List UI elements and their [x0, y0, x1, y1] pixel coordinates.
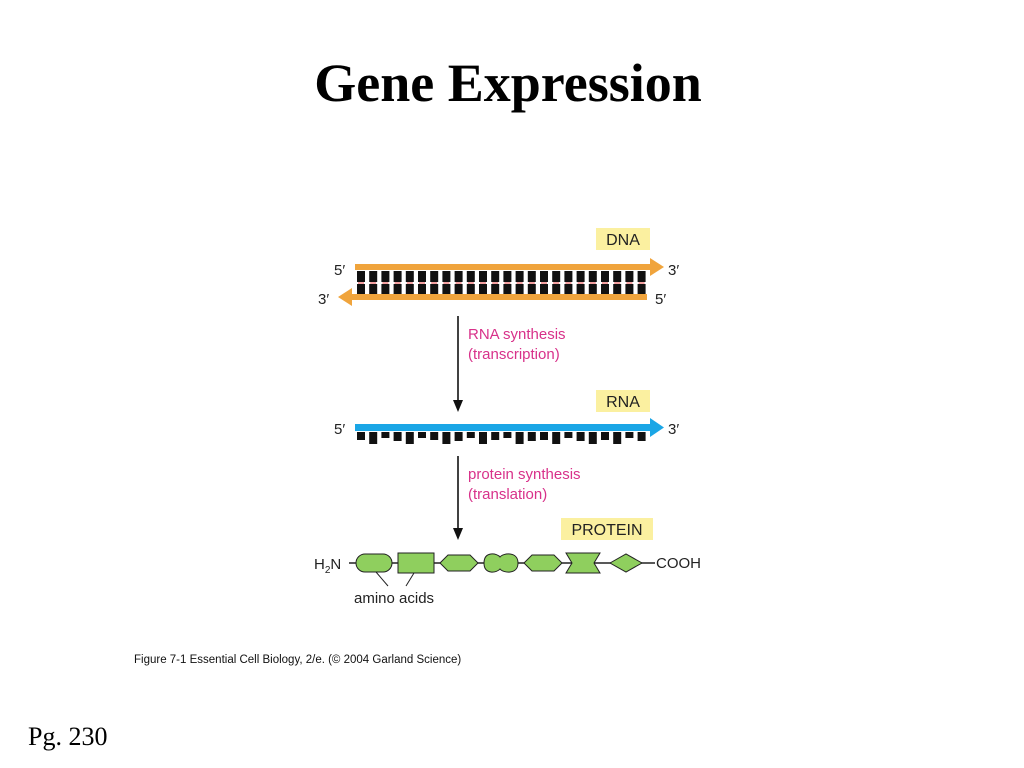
rna-base [466, 432, 475, 438]
c-terminus-label: COOH [656, 555, 701, 572]
dna-base-pair [503, 271, 512, 294]
rna-base [576, 432, 585, 441]
rna-base [552, 432, 561, 444]
rna-5prime-label: 5′ [334, 421, 345, 438]
rna-base [601, 432, 609, 440]
dna-base-pair [540, 271, 548, 294]
rna-bases [357, 432, 646, 444]
dna-base-pair [381, 271, 390, 294]
rna-base [479, 432, 487, 444]
dna-base-pair [515, 271, 524, 294]
rna-base [564, 432, 573, 438]
translation-label: (translation) [468, 486, 547, 503]
amino-acid-1 [355, 553, 393, 573]
amino-acid-3 [439, 554, 479, 572]
dna-label: DNA [596, 228, 650, 250]
dna-base-pair [625, 271, 634, 294]
amino-acid-5 [523, 554, 563, 572]
rna-base [418, 432, 426, 438]
rna-base [540, 432, 548, 440]
rna-base [442, 432, 451, 444]
rna-base [393, 432, 402, 441]
dna-base-pair [405, 271, 414, 294]
transcription-label: (transcription) [468, 346, 560, 363]
dna-base-pair [637, 271, 646, 294]
svg-text:PROTEIN: PROTEIN [571, 522, 642, 539]
dna-top-strand [355, 258, 664, 276]
rna-base [491, 432, 500, 440]
rna-base [430, 432, 439, 440]
dna-top-5prime-label: 5′ [334, 262, 345, 279]
protein-label: PROTEIN [561, 518, 653, 540]
rna-base [381, 432, 390, 438]
dna-base-pair [418, 271, 426, 294]
rna-base [588, 432, 597, 444]
figure-caption: Figure 7-1 Essential Cell Biology, 2/e. … [134, 654, 462, 666]
amino-acid-4 [483, 553, 519, 573]
dna-base-pair [613, 271, 622, 294]
rna-base [357, 432, 365, 440]
amino-acid-6 [565, 552, 601, 574]
dna-base-pairs [357, 271, 646, 294]
dna-base-pair [576, 271, 585, 294]
page-number: Pg. 230 [28, 722, 108, 751]
dna-base-pair [442, 271, 451, 294]
amino-acids-label: amino acids [354, 590, 434, 607]
rna-base [405, 432, 414, 444]
dna-bottom-3prime-label: 3′ [318, 291, 329, 308]
svg-text:RNA: RNA [606, 394, 640, 411]
dna-base-pair [588, 271, 597, 294]
dna-base-pair [393, 271, 402, 294]
dna-bottom-strand [338, 288, 647, 306]
dna-base-pair [430, 271, 439, 294]
dna-base-pair [454, 271, 463, 294]
dna-base-pair [357, 271, 365, 294]
dna-top-3prime-label: 3′ [668, 262, 679, 279]
rna-base [369, 432, 378, 444]
protein-chain [349, 552, 655, 587]
transcription-arrow [453, 316, 463, 412]
rna-base [613, 432, 622, 444]
translation-arrow [453, 456, 463, 540]
dna-base-pair [369, 271, 378, 294]
svg-text:DNA: DNA [606, 232, 640, 249]
rna-base [515, 432, 524, 444]
dna-base-pair [491, 271, 500, 294]
dna-base-pair [479, 271, 487, 294]
n-terminus-label: H2N [314, 556, 341, 576]
rna-synthesis-label: RNA synthesis [468, 326, 566, 343]
rna-3prime-label: 3′ [668, 421, 679, 438]
amino-acid-2 [397, 552, 435, 574]
rna-base [625, 432, 634, 438]
rna-base [454, 432, 463, 441]
rna-strand [355, 418, 664, 437]
rna-base [637, 432, 646, 441]
rna-base [503, 432, 512, 438]
dna-base-pair [601, 271, 609, 294]
slide-title: Gene Expression [314, 53, 702, 113]
rna-label: RNA [596, 390, 650, 412]
dna-base-pair [552, 271, 561, 294]
dna-bottom-5prime-label: 5′ [655, 291, 666, 308]
dna-base-pair [466, 271, 475, 294]
dna-base-pair [527, 271, 536, 294]
amino-acid-7 [608, 553, 644, 573]
protein-synthesis-label: protein synthesis [468, 466, 581, 483]
dna-base-pair [564, 271, 573, 294]
rna-base [527, 432, 536, 441]
